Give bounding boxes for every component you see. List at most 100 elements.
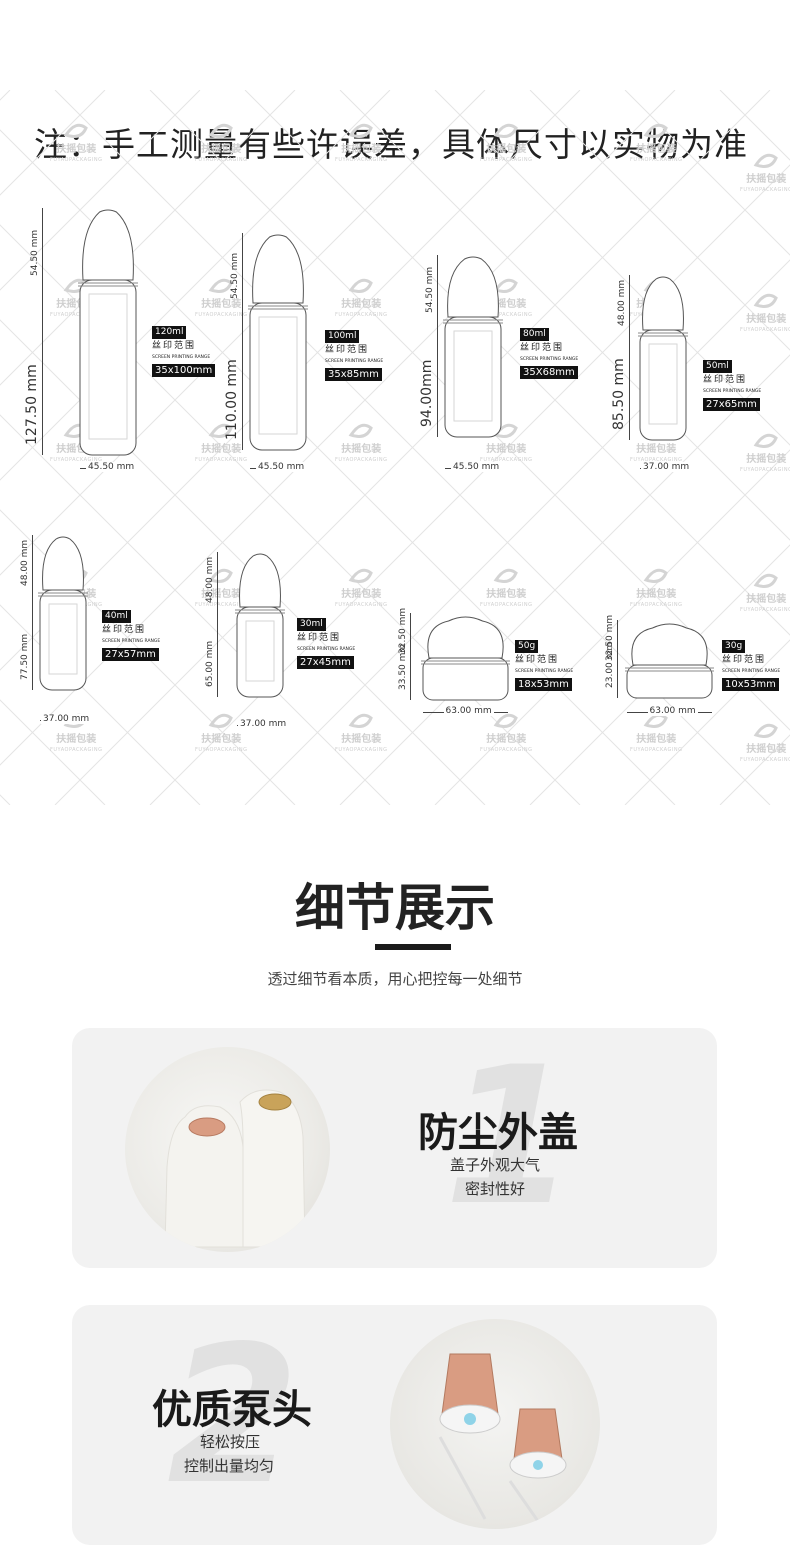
print-range-size: 27x45mm xyxy=(297,656,354,669)
watermark-brand: 扶摇包装 xyxy=(486,734,527,745)
cap-height-label: 54.50 mm xyxy=(425,266,435,313)
watermark-brand: 扶摇包装 xyxy=(746,594,787,605)
height-dimension-line xyxy=(410,613,411,700)
watermark-sub: FUYAOPACKAGING xyxy=(630,747,683,753)
watermark-logo: 扶摇包装 FUYAOPACKAGING xyxy=(630,565,682,611)
bottle-diagram xyxy=(25,535,101,704)
bottle-outline xyxy=(248,234,308,451)
watermark-sub: FUYAOPACKAGING xyxy=(740,187,790,193)
watermark-brand: 扶摇包装 xyxy=(341,299,382,310)
feature-line-pump-2: 控制出量均匀 xyxy=(184,1457,275,1475)
watermark-sub: FUYAOPACKAGING xyxy=(740,607,790,613)
volume-label: 40ml xyxy=(102,610,131,623)
pump-head-image xyxy=(438,1353,567,1525)
detail-section-title: 细节展示 xyxy=(295,879,495,937)
volume-label: 80ml xyxy=(520,328,549,341)
body-height-label: 33.50 mm xyxy=(398,643,408,690)
body-height-label: 127.50 mm xyxy=(24,364,40,445)
bottle-diagram xyxy=(65,208,151,469)
height-dimension-line xyxy=(242,233,243,450)
watermark-brand: 扶摇包装 xyxy=(636,589,677,600)
watermark-logo: 扶摇包装 FUYAOPACKAGING xyxy=(740,150,790,196)
watermark-brand: 扶摇包装 xyxy=(636,444,677,455)
watermark-sub: FUYAOPACKAGING xyxy=(630,457,683,463)
print-range-sub: SCREEN PRINTING RANGE xyxy=(515,669,574,674)
watermark-brand: 扶摇包装 xyxy=(201,144,242,155)
cap-height-label: 48.00 mm xyxy=(617,279,627,326)
print-range-label: 丝印范围 xyxy=(325,345,370,355)
watermark-brand: 扶摇包装 xyxy=(56,444,97,455)
bottle-outline xyxy=(235,553,285,698)
width-label: 37.00 mm xyxy=(641,462,692,472)
watermark-sub: FUYAOPACKAGING xyxy=(50,157,103,163)
print-range-size: 27x57mm xyxy=(102,648,159,661)
print-range-size: 35x85mm xyxy=(325,368,382,381)
print-range-label: 丝印范围 xyxy=(102,625,147,635)
watermark-brand: 扶摇包装 xyxy=(201,299,242,310)
volume-label: 50g xyxy=(515,640,539,653)
detail-section-subtitle: 透过细节看本质，用心把控每一处细节 xyxy=(267,970,523,988)
volume-label: 120ml xyxy=(152,326,187,339)
feature-title-pump: 优质泵头 xyxy=(152,1387,312,1433)
volume-label: 50ml xyxy=(703,360,732,373)
watermark-sub: FUYAOPACKAGING xyxy=(195,312,248,318)
print-range-label: 丝印范围 xyxy=(152,341,197,351)
width-label: 45.50 mm xyxy=(451,462,502,472)
feature-card-pump: 2 优质泵头 轻松按压 控制出量均匀 xyxy=(72,1305,717,1545)
watermark-brand: 扶摇包装 xyxy=(341,589,382,600)
watermark-sub: FUYAOPACKAGING xyxy=(335,747,388,753)
watermark-sub: FUYAOPACKAGING xyxy=(335,457,388,463)
bottle-diagram xyxy=(408,613,523,714)
watermark-sub: FUYAOPACKAGING xyxy=(480,747,533,753)
watermark-brand: 扶摇包装 xyxy=(486,589,527,600)
cap-height-label: 48.00 mm xyxy=(20,539,30,586)
watermark-sub: FUYAOPACKAGING xyxy=(335,157,388,163)
print-range-label: 丝印范围 xyxy=(722,655,767,665)
width-label: 37.00 mm xyxy=(41,714,92,724)
watermark-logo: 扶摇包装 FUYAOPACKAGING xyxy=(195,275,247,321)
print-range-tag: 40ml 丝印范围 SCREEN PRINTING RANGE 27x57mm xyxy=(102,610,160,661)
print-range-sub: SCREEN PRINTING RANGE xyxy=(722,669,781,674)
watermark-sub: FUYAOPACKAGING xyxy=(630,602,683,608)
cap-height-label: 54.50 mm xyxy=(230,252,240,299)
watermark-brand: 扶摇包装 xyxy=(746,314,787,325)
watermark-logo: 扶摇包装 FUYAOPACKAGING xyxy=(480,120,532,166)
print-range-sub: SCREEN PRINTING RANGE xyxy=(703,389,762,394)
watermark-brand: 扶摇包装 xyxy=(341,734,382,745)
print-range-size: 10x53mm xyxy=(722,678,779,691)
measurement-note: 注：手工测量有些许误差，具体尺寸以实物为准 xyxy=(34,125,748,164)
height-dimension-line xyxy=(437,255,438,437)
volume-label: 30ml xyxy=(297,618,326,631)
print-range-sub: SCREEN PRINTING RANGE xyxy=(520,357,579,362)
watermark-brand: 扶摇包装 xyxy=(56,734,97,745)
height-dimension-line xyxy=(629,275,630,440)
height-dimension-line xyxy=(42,208,43,455)
watermark-sub: FUYAOPACKAGING xyxy=(480,157,533,163)
body-height-label: 77.50 mm xyxy=(20,633,30,680)
feature-title-cap: 防尘外盖 xyxy=(418,1110,578,1156)
print-range-sub: SCREEN PRINTING RANGE xyxy=(102,639,161,644)
width-label: 45.50 mm xyxy=(256,462,307,472)
body-height-label: 110.00 mm xyxy=(224,359,240,440)
watermark-sub: FUYAOPACKAGING xyxy=(630,157,683,163)
body-height-label: 23.00 mm xyxy=(605,641,615,688)
feature-card-cap: 1 防尘外盖 盖子外观大气 密封性好 xyxy=(72,1026,717,1268)
watermark-brand: 扶摇包装 xyxy=(746,174,787,185)
watermark-brand: 扶摇包装 xyxy=(486,144,527,155)
bottle-outline xyxy=(38,536,88,691)
watermark-brand: 扶摇包装 xyxy=(56,144,97,155)
